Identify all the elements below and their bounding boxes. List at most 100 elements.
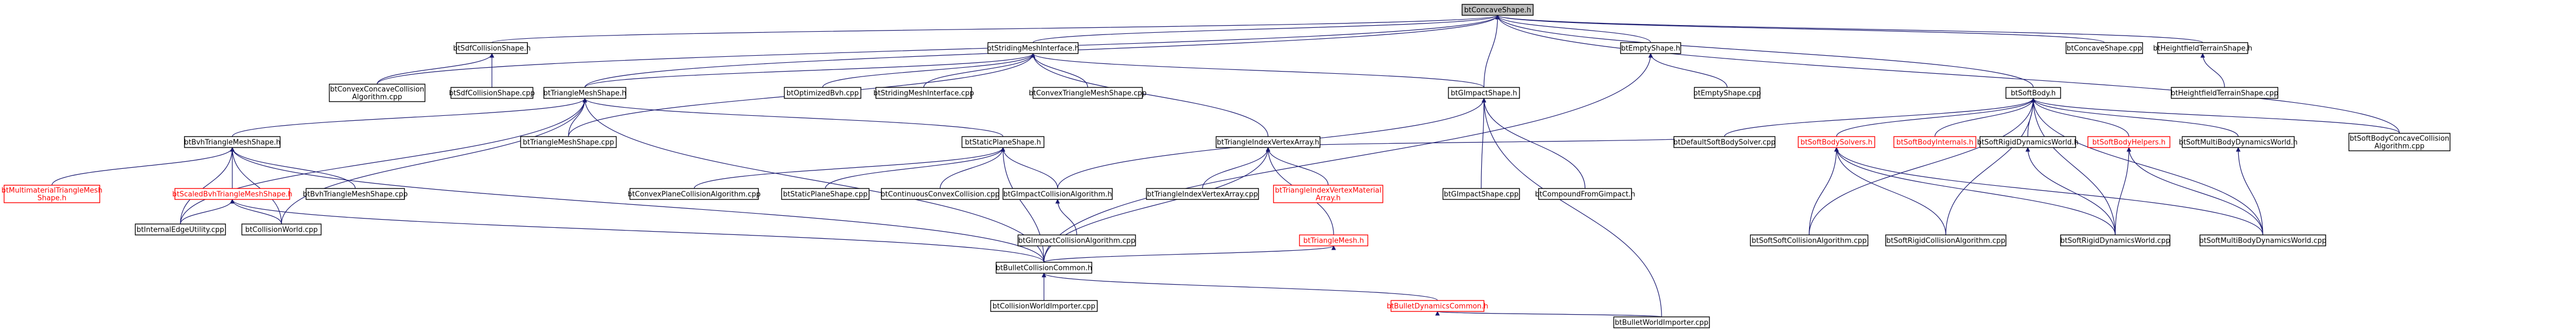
node-compoundgimpact[interactable]: btCompoundFromGimpact.h: [1535, 188, 1635, 200]
node-box[interactable]: [2348, 133, 2451, 151]
node-heightfieldcpp[interactable]: btHeightfieldTerrainShape.cpp: [2170, 87, 2279, 99]
node-box[interactable]: [184, 136, 281, 148]
node-box[interactable]: [629, 188, 759, 200]
node-box[interactable]: [987, 42, 1079, 54]
node-box[interactable]: [1032, 87, 1143, 99]
node-box[interactable]: [784, 87, 861, 99]
node-softbody[interactable]: btSoftBody.h: [2005, 87, 2061, 99]
node-box[interactable]: [781, 188, 870, 200]
node-staticplanecpp[interactable]: btStaticPlaneShape.cpp: [781, 188, 870, 200]
node-staticplane[interactable]: btStaticPlaneShape.h: [961, 136, 1045, 148]
node-box[interactable]: [520, 136, 617, 148]
node-box[interactable]: [1694, 87, 1761, 99]
node-worldimporter[interactable]: btBulletWorldImporter.cpp: [1613, 316, 1710, 328]
node-box[interactable]: [990, 300, 1098, 312]
node-box[interactable]: [1273, 185, 1383, 203]
node-box[interactable]: [306, 188, 405, 200]
node-stridercpp[interactable]: btStridingMeshInterface.cpp: [873, 87, 974, 99]
node-box[interactable]: [1893, 136, 1976, 148]
node-box[interactable]: [1146, 188, 1259, 200]
node-box[interactable]: [456, 42, 528, 54]
node-heightfield[interactable]: btHeightfieldTerrainShape.h: [2153, 42, 2252, 54]
node-box[interactable]: [1299, 234, 1369, 246]
node-collworld[interactable]: btCollisionWorld.cpp: [241, 223, 322, 235]
node-concavecpp[interactable]: btConcaveShape.cpp: [2066, 42, 2143, 54]
node-softmultiworld[interactable]: btSoftMultiBodyDynamicsWorld.h: [2179, 136, 2298, 148]
node-box[interactable]: [1017, 234, 1136, 246]
node-box[interactable]: [2157, 42, 2249, 54]
node-box[interactable]: [2170, 87, 2279, 99]
node-softsoftalgo[interactable]: btSoftSoftCollisionAlgorithm.cpp: [1750, 234, 1869, 246]
node-box[interactable]: [1002, 188, 1113, 200]
node-scaledbvh[interactable]: btScaledBvhTriangleMeshShape.h: [172, 188, 292, 200]
node-box[interactable]: [2005, 87, 2061, 99]
node-box[interactable]: [1979, 136, 2076, 148]
node-box[interactable]: [961, 136, 1045, 148]
node-box[interactable]: [1216, 136, 1321, 148]
node-box[interactable]: [543, 87, 626, 99]
node-box[interactable]: [450, 87, 533, 99]
node-convexplanecpp[interactable]: btConvexPlaneCollisionAlgorithm.cpp: [627, 188, 761, 200]
node-emptycpp[interactable]: btEmptyShape.cpp: [1693, 87, 1761, 99]
node-gimpact[interactable]: btGImpactShape.h: [1448, 87, 1520, 99]
node-continuous[interactable]: btContinuousConvexCollision.cpp: [881, 188, 1000, 200]
node-box[interactable]: [2087, 136, 2170, 148]
node-box[interactable]: [1620, 42, 1681, 54]
node-box[interactable]: [2066, 42, 2143, 54]
node-gimpactalgo[interactable]: btGImpactCollisionAlgorithm.h: [1002, 188, 1113, 200]
node-softsolvers[interactable]: btSoftBodySolvers.h: [1798, 136, 1875, 148]
node-trimeshcpp[interactable]: btTriangleMeshShape.cpp: [520, 136, 617, 148]
node-box[interactable]: [881, 188, 1000, 200]
node-box[interactable]: [3, 185, 101, 203]
node-box[interactable]: [241, 223, 322, 235]
node-box[interactable]: [1462, 4, 1534, 16]
node-gimpactcpp[interactable]: btGImpactShape.cpp: [1442, 188, 1520, 200]
node-trimeshh[interactable]: btTriangleMesh.h: [1299, 234, 1369, 246]
node-softrigidalgo[interactable]: btSoftRigidCollisionAlgorithm.cpp: [1885, 234, 2006, 246]
node-box[interactable]: [1390, 300, 1484, 312]
node-box[interactable]: [875, 87, 972, 99]
node-box[interactable]: [1442, 188, 1520, 200]
node-box[interactable]: [1750, 234, 1869, 246]
node-softinternals[interactable]: btSoftBodyInternals.h: [1893, 136, 1976, 148]
node-optbvh[interactable]: btOptimizedBvh.cpp: [784, 87, 861, 99]
node-box[interactable]: [1448, 87, 1520, 99]
node-softrigidworldcpp[interactable]: btSoftRigidDynamicsWorld.cpp: [2060, 234, 2170, 246]
node-bvhtricpp[interactable]: btBvhTriangleMeshShape.cpp: [303, 188, 408, 200]
node-bulletcommon[interactable]: btBulletCollisionCommon.h: [995, 262, 1093, 274]
node-box[interactable]: [328, 84, 426, 102]
node-dyncommon[interactable]: btBulletDynamicsCommon.h: [1387, 300, 1488, 312]
node-box[interactable]: [1885, 234, 2006, 246]
node-box[interactable]: [1538, 188, 1632, 200]
node-box[interactable]: [1673, 136, 1776, 148]
node-triindex[interactable]: btTriangleIndexVertexArray.h: [1216, 136, 1321, 148]
node-sdfcpp[interactable]: btSdfCollisionShape.cpp: [449, 87, 535, 99]
node-box[interactable]: [1613, 316, 1710, 328]
node-box[interactable]: [2060, 234, 2170, 246]
node-softhelpers[interactable]: btSoftBodyHelpers.h: [2087, 136, 2170, 148]
node-gimpactalgocpp[interactable]: btGImpactCollisionAlgorithm.cpp: [1017, 234, 1136, 246]
node-box[interactable]: [995, 262, 1093, 274]
node-root[interactable]: btConcaveShape.h: [1462, 4, 1534, 16]
node-strider[interactable]: btStridingMeshInterface.h: [987, 42, 1079, 54]
node-sdfshape[interactable]: btSdfCollisionShape.h: [453, 42, 531, 54]
node-collimporter[interactable]: btCollisionWorldImporter.cpp: [990, 300, 1098, 312]
node-softrigidworld[interactable]: btSoftRigidDynamicsWorld.h: [1977, 136, 2079, 148]
node-box[interactable]: [134, 223, 226, 235]
node-box[interactable]: [2181, 136, 2295, 148]
node-box[interactable]: [174, 188, 290, 200]
node-bvhtri[interactable]: btBvhTriangleMeshShape.h: [184, 136, 281, 148]
node-softmultiworldcpp[interactable]: btSoftMultiBodyDynamicsWorld.cpp: [2199, 234, 2327, 246]
node-empty[interactable]: btEmptyShape.h: [1620, 42, 1681, 54]
node-box[interactable]: [2199, 234, 2326, 246]
node-internaledge[interactable]: btInternalEdgeUtility.cpp: [134, 223, 226, 235]
node-box[interactable]: [1798, 136, 1875, 148]
node-triindexcpp[interactable]: btTriangleIndexVertexArray.cpp: [1146, 188, 1259, 200]
node-defaultsoftsolver[interactable]: btDefaultSoftBodySolver.cpp: [1673, 136, 1776, 148]
node-convextricpp[interactable]: btConvexTriangleMeshShape.cpp: [1029, 87, 1147, 99]
node-trimesh[interactable]: btTriangleMeshShape.h: [543, 87, 626, 99]
